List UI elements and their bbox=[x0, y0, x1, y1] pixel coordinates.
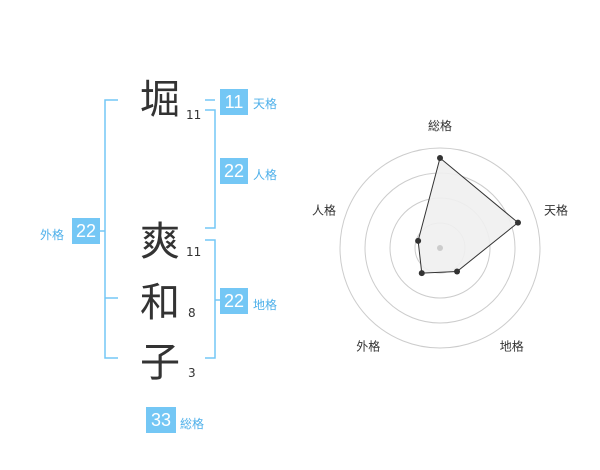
gaikaku-label: 外格 bbox=[40, 228, 65, 242]
given-char-2: 和 bbox=[140, 280, 180, 326]
jinkaku-label: 人格 bbox=[253, 168, 278, 182]
surname-char-1: 堀 bbox=[140, 77, 180, 123]
axis-label-2: 地格 bbox=[500, 339, 524, 354]
chikaku-badge: 22 bbox=[220, 288, 248, 314]
given-char-3-strokes: 3 bbox=[188, 366, 196, 380]
given-char-2-strokes: 8 bbox=[188, 306, 196, 320]
radar-ring-4 bbox=[339, 147, 541, 349]
radar-point-0 bbox=[437, 155, 443, 161]
axis-label-4: 人格 bbox=[312, 202, 336, 217]
given-char-3: 子 bbox=[140, 340, 180, 386]
radar-data-polygon bbox=[417, 157, 519, 274]
axis-label-1: 天格 bbox=[544, 202, 568, 217]
axis-label-0: 総格 bbox=[428, 118, 452, 133]
gaikaku-badge: 22 bbox=[72, 218, 100, 244]
surname-char-1-strokes: 11 bbox=[186, 108, 202, 122]
given-char-1-strokes: 11 bbox=[186, 245, 202, 259]
jinkaku-badge: 22 bbox=[220, 158, 248, 184]
soukaku-label: 総格 bbox=[180, 417, 205, 431]
given-char-1: 爽 bbox=[140, 219, 180, 265]
radar-point-3 bbox=[418, 270, 425, 277]
radar-point-1 bbox=[514, 219, 521, 226]
radar-point-2 bbox=[454, 268, 461, 275]
soukaku-badge: 33 bbox=[146, 407, 176, 433]
axis-label-3: 外格 bbox=[356, 339, 380, 354]
chikaku-bracket bbox=[205, 239, 216, 359]
gaikaku-bracket bbox=[104, 99, 118, 359]
radar-center-dot bbox=[437, 245, 443, 251]
kakusuu-brackets bbox=[100, 99, 220, 359]
tenkaku-badge: 11 bbox=[220, 89, 248, 115]
tenkaku-label: 天格 bbox=[253, 97, 278, 111]
radar-point-4 bbox=[415, 237, 422, 244]
jinkaku-bracket bbox=[205, 109, 216, 229]
chikaku-label: 地格 bbox=[253, 298, 278, 312]
